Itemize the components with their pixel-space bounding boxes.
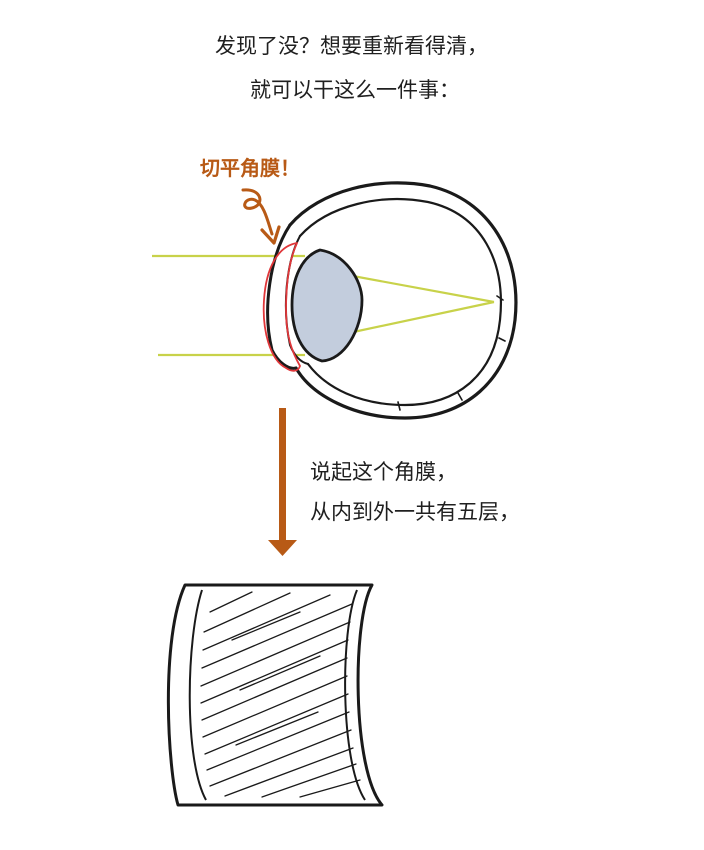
- caption-line-1: 发现了没？想要重新看得清，: [215, 34, 488, 58]
- caption-line-4: 从内到外一共有五层，: [310, 500, 520, 524]
- lens: [290, 248, 364, 363]
- caption-line-2: 就可以干这么一件事：: [250, 78, 460, 102]
- curly-arrow-icon: [241, 188, 281, 245]
- caption-line-3: 说起这个角膜，: [310, 460, 457, 484]
- cornea-annotation: 切平角膜！: [200, 156, 300, 180]
- down-arrow-icon: [268, 408, 297, 556]
- eye-cross-section-illustration: [262, 181, 518, 420]
- cornea-layer-illustration: [166, 583, 384, 807]
